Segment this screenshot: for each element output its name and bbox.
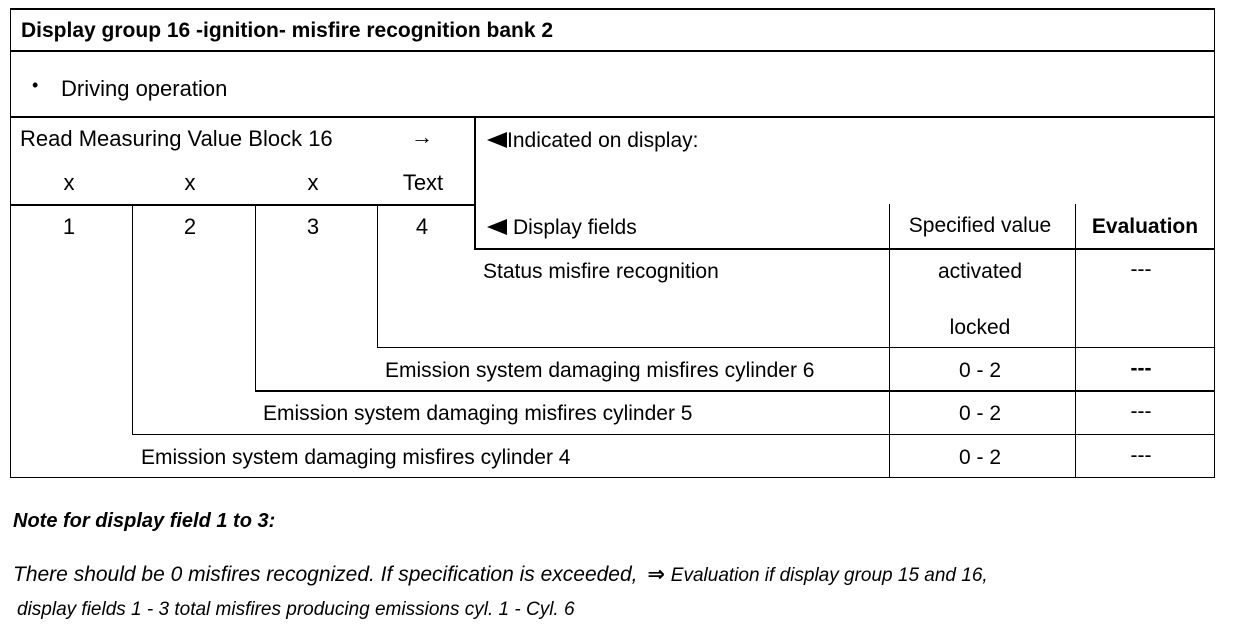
row-cyl5-evaluation: ---: [1130, 400, 1152, 423]
divider-eval-col: [1075, 204, 1076, 478]
divider-block-bottom: [10, 204, 476, 206]
evaluation-header: Evaluation: [1091, 215, 1199, 238]
field-number-1: 1: [62, 214, 76, 239]
divider-block-right: [474, 117, 476, 250]
row-sep-3: [132, 434, 1215, 435]
field-number-3: 3: [306, 214, 320, 239]
field-number-2: 2: [183, 214, 197, 239]
display-fields-text: Display fields: [513, 216, 637, 239]
note-reference-link[interactable]: Evaluation if display group 15 and 16,: [670, 565, 988, 586]
row-cyl5-name: Emission system damaging misfires cylind…: [263, 402, 693, 425]
indicated-text: Indicated on display:: [507, 129, 699, 152]
block-col-1: x: [63, 170, 75, 195]
arrow-right-icon: →: [411, 124, 433, 149]
display-fields-header: Display fields: [487, 217, 637, 238]
tree-line-1: [132, 205, 133, 435]
divider-condition: [10, 116, 1215, 118]
row-cyl6-value: 0 - 2: [958, 359, 1002, 382]
border-right: [1214, 8, 1215, 478]
specified-value-header: Specified value: [908, 214, 1052, 237]
block-col-2: x: [184, 170, 196, 195]
row-cyl5-value: 0 - 2: [958, 402, 1002, 425]
border-left: [10, 8, 11, 478]
triangle-left-icon: [487, 132, 507, 148]
indicated-label: Indicated on display:: [487, 130, 698, 151]
divider-fields-header: [474, 248, 1215, 250]
double-arrow-icon: ⇒: [647, 563, 665, 586]
triangle-left-icon: [487, 219, 507, 235]
row-cyl6-name: Emission system damaging misfires cylind…: [385, 359, 815, 382]
row-sep-1: [377, 347, 1215, 348]
divider-title: [10, 50, 1215, 52]
condition-bullet: •: [32, 75, 39, 95]
border-top: [10, 8, 1215, 10]
divider-spec-col: [889, 204, 890, 478]
block-col-4: Text: [402, 170, 444, 195]
field-number-4: 4: [415, 214, 429, 239]
note-line-1-text: There should be 0 misfires recognized. I…: [13, 563, 638, 586]
read-block-label: Read Measuring Value Block 16: [20, 126, 333, 151]
row-status-name: Status misfire recognition: [483, 260, 719, 283]
row-cyl6-evaluation: ---: [1130, 357, 1152, 380]
page-title: Display group 16 -ignition- misfire reco…: [21, 19, 554, 42]
note-line-1: There should be 0 misfires recognized. I…: [13, 564, 988, 585]
row-sep-2: [255, 390, 1215, 392]
row-status-value-locked: locked: [949, 316, 1011, 339]
condition-text: Driving operation: [61, 76, 228, 101]
note-line-2: display fields 1 - 3 total misfires prod…: [17, 599, 575, 620]
note-title: Note for display field 1 to 3:: [13, 510, 276, 532]
row-status-evaluation: ---: [1130, 258, 1152, 281]
row-cyl4-evaluation: ---: [1130, 444, 1152, 467]
border-bottom: [10, 477, 1215, 478]
row-cyl4-value: 0 - 2: [958, 446, 1002, 469]
tree-line-3: [377, 205, 378, 348]
tree-line-2: [255, 205, 256, 391]
row-status-value-activated: activated: [937, 260, 1023, 283]
block-col-3: x: [307, 170, 319, 195]
row-cyl4-name: Emission system damaging misfires cylind…: [141, 446, 571, 469]
